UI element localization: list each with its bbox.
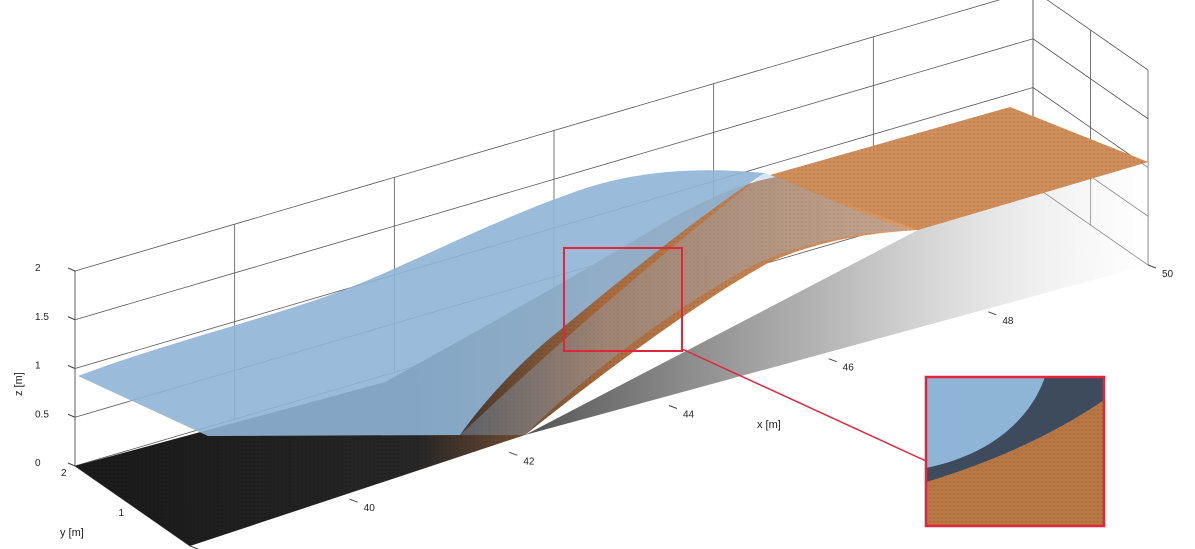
x-tick-mark: [988, 311, 997, 316]
x-tick-label: 50: [1162, 269, 1174, 280]
back-wall-gridline: [74, 0, 1001, 272]
y-axis-label: y [m]: [60, 527, 84, 539]
z-axis-label: z [m]: [13, 372, 25, 396]
bed-front-face: [525, 162, 1148, 435]
z-tick-label: 2: [35, 263, 41, 274]
x-tick-mark: [828, 358, 837, 363]
end-wall-gridline: [1032, 38, 1149, 120]
y-tick-label: 2: [61, 468, 67, 479]
x-tick-mark: [509, 451, 518, 456]
water-surface: [78, 170, 765, 436]
z-tick-mark: [67, 267, 76, 272]
zoom-inset-frame: [924, 375, 1106, 528]
z-tick-mark: [67, 462, 76, 467]
z-tick-labels: 0 0.5 1 1.5 2: [35, 263, 76, 469]
x-axis-label: x [m]: [757, 419, 781, 431]
z-tick-label: 1.5: [35, 312, 49, 323]
x-tick-mark: [349, 498, 358, 503]
bed-plateau-mesh: [770, 107, 1148, 230]
z-tick-mark: [67, 413, 76, 418]
x-tick-mark: [668, 405, 678, 409]
zoom-inset: [926, 377, 1104, 526]
x-tick-label: 48: [1002, 316, 1014, 327]
back-wall-gridline: [74, 38, 1034, 321]
y-tick-label: 1: [119, 508, 125, 519]
z-tick-label: 1: [35, 361, 41, 372]
x-tick-label: 46: [843, 363, 855, 374]
x-tick-label: 40: [364, 503, 376, 514]
end-wall-gridline: [1046, 0, 1149, 71]
x-tick-mark: [1147, 264, 1157, 269]
z-tick-mark: [67, 316, 76, 321]
zoom-region-box: [563, 247, 683, 352]
z-tick-label: 0.5: [35, 409, 49, 420]
zoom-connector: [681, 348, 927, 462]
z-tick-mark: [67, 365, 76, 369]
x-tick-label: 42: [523, 456, 535, 467]
water-overlay-edge: [460, 173, 910, 435]
x-tick-label: 44: [683, 410, 695, 421]
end-wall-gridline: [1032, 87, 1149, 168]
z-tick-label: 0: [35, 458, 41, 469]
bed-mesh: [75, 162, 1148, 546]
